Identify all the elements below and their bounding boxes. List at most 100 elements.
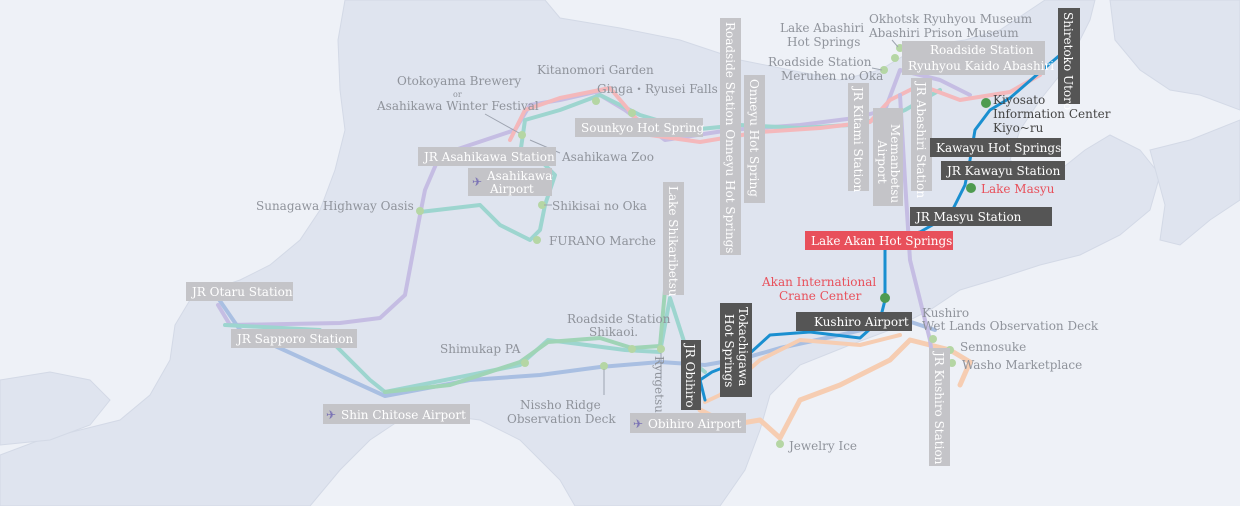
abashiri-station-bg (911, 78, 932, 191)
memanbetsu-bg (873, 108, 903, 206)
kushiro-station-label: JR Kushiro Station (932, 350, 946, 465)
shiretoko-bg (1058, 8, 1080, 104)
lake-akan-bg (805, 231, 953, 250)
dot-furano (533, 236, 541, 244)
asahikawa-airport-bg (468, 168, 552, 196)
kitanomori-label: Kitanomori Garden (537, 63, 654, 77)
asahikawa-station-label: JR Asahikawa Station (422, 150, 555, 164)
dot-shikaoi (628, 345, 636, 353)
route-peach-2 (703, 333, 902, 404)
sounkyo-bg (575, 118, 703, 137)
obihiro-station-bg (681, 340, 701, 410)
shikisai-label: Shikisai no Oka (552, 199, 647, 213)
or-label: or (453, 90, 462, 99)
sunagawa-label: Sunagawa Highway Oasis (256, 199, 414, 213)
leader-meruhen (871, 67, 883, 71)
kushiro-airport-label: Kushiro Airport (814, 315, 909, 329)
otaru-station-label: JR Otaru Station (190, 285, 293, 299)
obihiro-airport-label: Obihiro Airport (648, 417, 742, 431)
shikaoi-line1: Roadside Station (567, 312, 671, 326)
ryuhyou-line1: Roadside Station (930, 43, 1034, 57)
asahikawa-zoo-label: Asahikawa Zoo (561, 150, 654, 164)
abashiri-station-label: JR Abashiri Station (914, 80, 928, 198)
memanbetsu-line1: Memanbetsu (888, 124, 902, 203)
dot-otokoyama (518, 131, 526, 139)
shin-chitose-airplane-icon: ✈ (326, 408, 336, 422)
okhotsk-museum-label: Okhotsk Ryuhyou Museum (869, 12, 1033, 26)
dot-ginga (628, 109, 636, 117)
kitami-station-label: JR Kitami Station (851, 85, 865, 193)
winter-festival-label: Asahikawa Winter Festival (376, 99, 539, 113)
otaru-station-bg (186, 282, 293, 301)
leader-abashiri-museum (891, 39, 899, 48)
dot-kiyosato (981, 98, 991, 108)
memanbetsu-line2: Airport (875, 139, 889, 184)
kiyosato-line3: Kiyo~ru (993, 121, 1044, 135)
kiyosato-labels: Kiyosato Information Center Kiyo~ru (993, 93, 1111, 135)
lake-akan-label: Lake Akan Hot Springs (811, 234, 952, 248)
dot-jewelry-ice (776, 440, 784, 448)
shin-chitose-label: Shin Chitose Airport (341, 408, 466, 422)
kunashiri-island (1149, 119, 1240, 246)
kiyosato-line1: Kiyosato (993, 93, 1045, 107)
dot-nissho (600, 362, 608, 370)
akan-crane-line1: Akan International (761, 275, 876, 289)
ryugetsu-label: Ryugetsu (652, 356, 666, 413)
jewelry-ice-label: Jewelry Ice (787, 439, 857, 453)
shiretoko-peninsula (1109, 0, 1240, 111)
route-pink (508, 73, 1042, 144)
dot-lake-abashiri (891, 54, 899, 62)
tokachigawa-line1: Tokachigawa (736, 307, 750, 386)
dot-meruhen (880, 66, 888, 74)
spot-dots-dark (880, 98, 991, 303)
dark-labels: Kawayu Hot Springs JR Kawayu Station JR … (681, 8, 1080, 410)
plain-labels: Otokoyama Brewery or Asahikawa Winter Fe… (256, 12, 1099, 453)
lake-shikaribetsu-label: Lake Shikaribetsu (666, 186, 680, 297)
route-green (383, 288, 667, 394)
asahikawa-airplane-icon: ✈ (472, 175, 482, 189)
shimukap-label: Shimukap PA (440, 342, 521, 356)
otokoyama-label: Otokoyama Brewery (397, 74, 521, 88)
ryuhyou-bg (902, 41, 1045, 75)
dot-kitanomori (592, 97, 600, 105)
sennosuke-label: Sennosuke (960, 340, 1026, 354)
kiyosato-line2: Information Center (993, 107, 1111, 121)
obihiro-airport-bg (630, 413, 746, 433)
shikaoi-line2: Shikaoi. (589, 325, 638, 339)
leader-lines (484, 39, 899, 395)
shiretoko-label: Shiretoko Utoro (1061, 12, 1075, 110)
sapporo-station-bg (231, 329, 357, 348)
gray-labels: JR Otaru Station JR Sapporo Station JR A… (186, 41, 1054, 433)
furano-label: FURANO Marche (549, 234, 656, 248)
kushiro-airport-bg (796, 312, 912, 331)
meruhen-line1: Roadside Station (768, 55, 872, 69)
red-labels: Lake Akan Hot Springs Lake Masyu Akan In… (761, 182, 1055, 303)
shin-chitose-bg (323, 404, 470, 424)
dot-akan-crane (880, 293, 890, 303)
dot-shimukap (521, 359, 529, 367)
kitami-station-bg (848, 83, 869, 191)
dot-sunagawa (416, 207, 424, 215)
ryuhyou-line2: Ryuhyou Kaido Abashiri (908, 59, 1054, 73)
roadside-onneyu-label: Roadside Station Onneyu Hot Springs (723, 22, 737, 253)
kushiro-station-bg (929, 348, 950, 466)
dot-shikisai (538, 201, 546, 209)
leader-otokoyama (484, 113, 520, 134)
onneyu-hot-spring-label: Onneyu Hot Spring (747, 79, 761, 197)
akan-crane-line2: Crane Center (779, 289, 862, 303)
kawayu-hot-springs-bg (930, 138, 1061, 157)
sounkyo-label: Sounkyo Hot Spring (581, 121, 705, 135)
tokachigawa-bg (720, 303, 752, 397)
kawayu-hot-springs-label: Kawayu Hot Springs (936, 141, 1061, 155)
kawayu-station-label: JR Kawayu Station (945, 164, 1061, 178)
ginga-label: Ginga・Ryusei Falls (597, 82, 718, 96)
dot-kushiro-wetlands (929, 335, 937, 343)
onneyu-hot-spring-bg (744, 75, 765, 203)
asahikawa-airport-line2: Airport (489, 182, 534, 196)
lake-abashiri-line1: Lake Abashiri (780, 21, 864, 35)
masyu-station-label: JR Masyu Station (914, 210, 1022, 224)
dot-ryugetsu (657, 345, 665, 353)
spot-dots (416, 44, 956, 448)
obihiro-station-label: JR Obihiro (683, 342, 697, 408)
